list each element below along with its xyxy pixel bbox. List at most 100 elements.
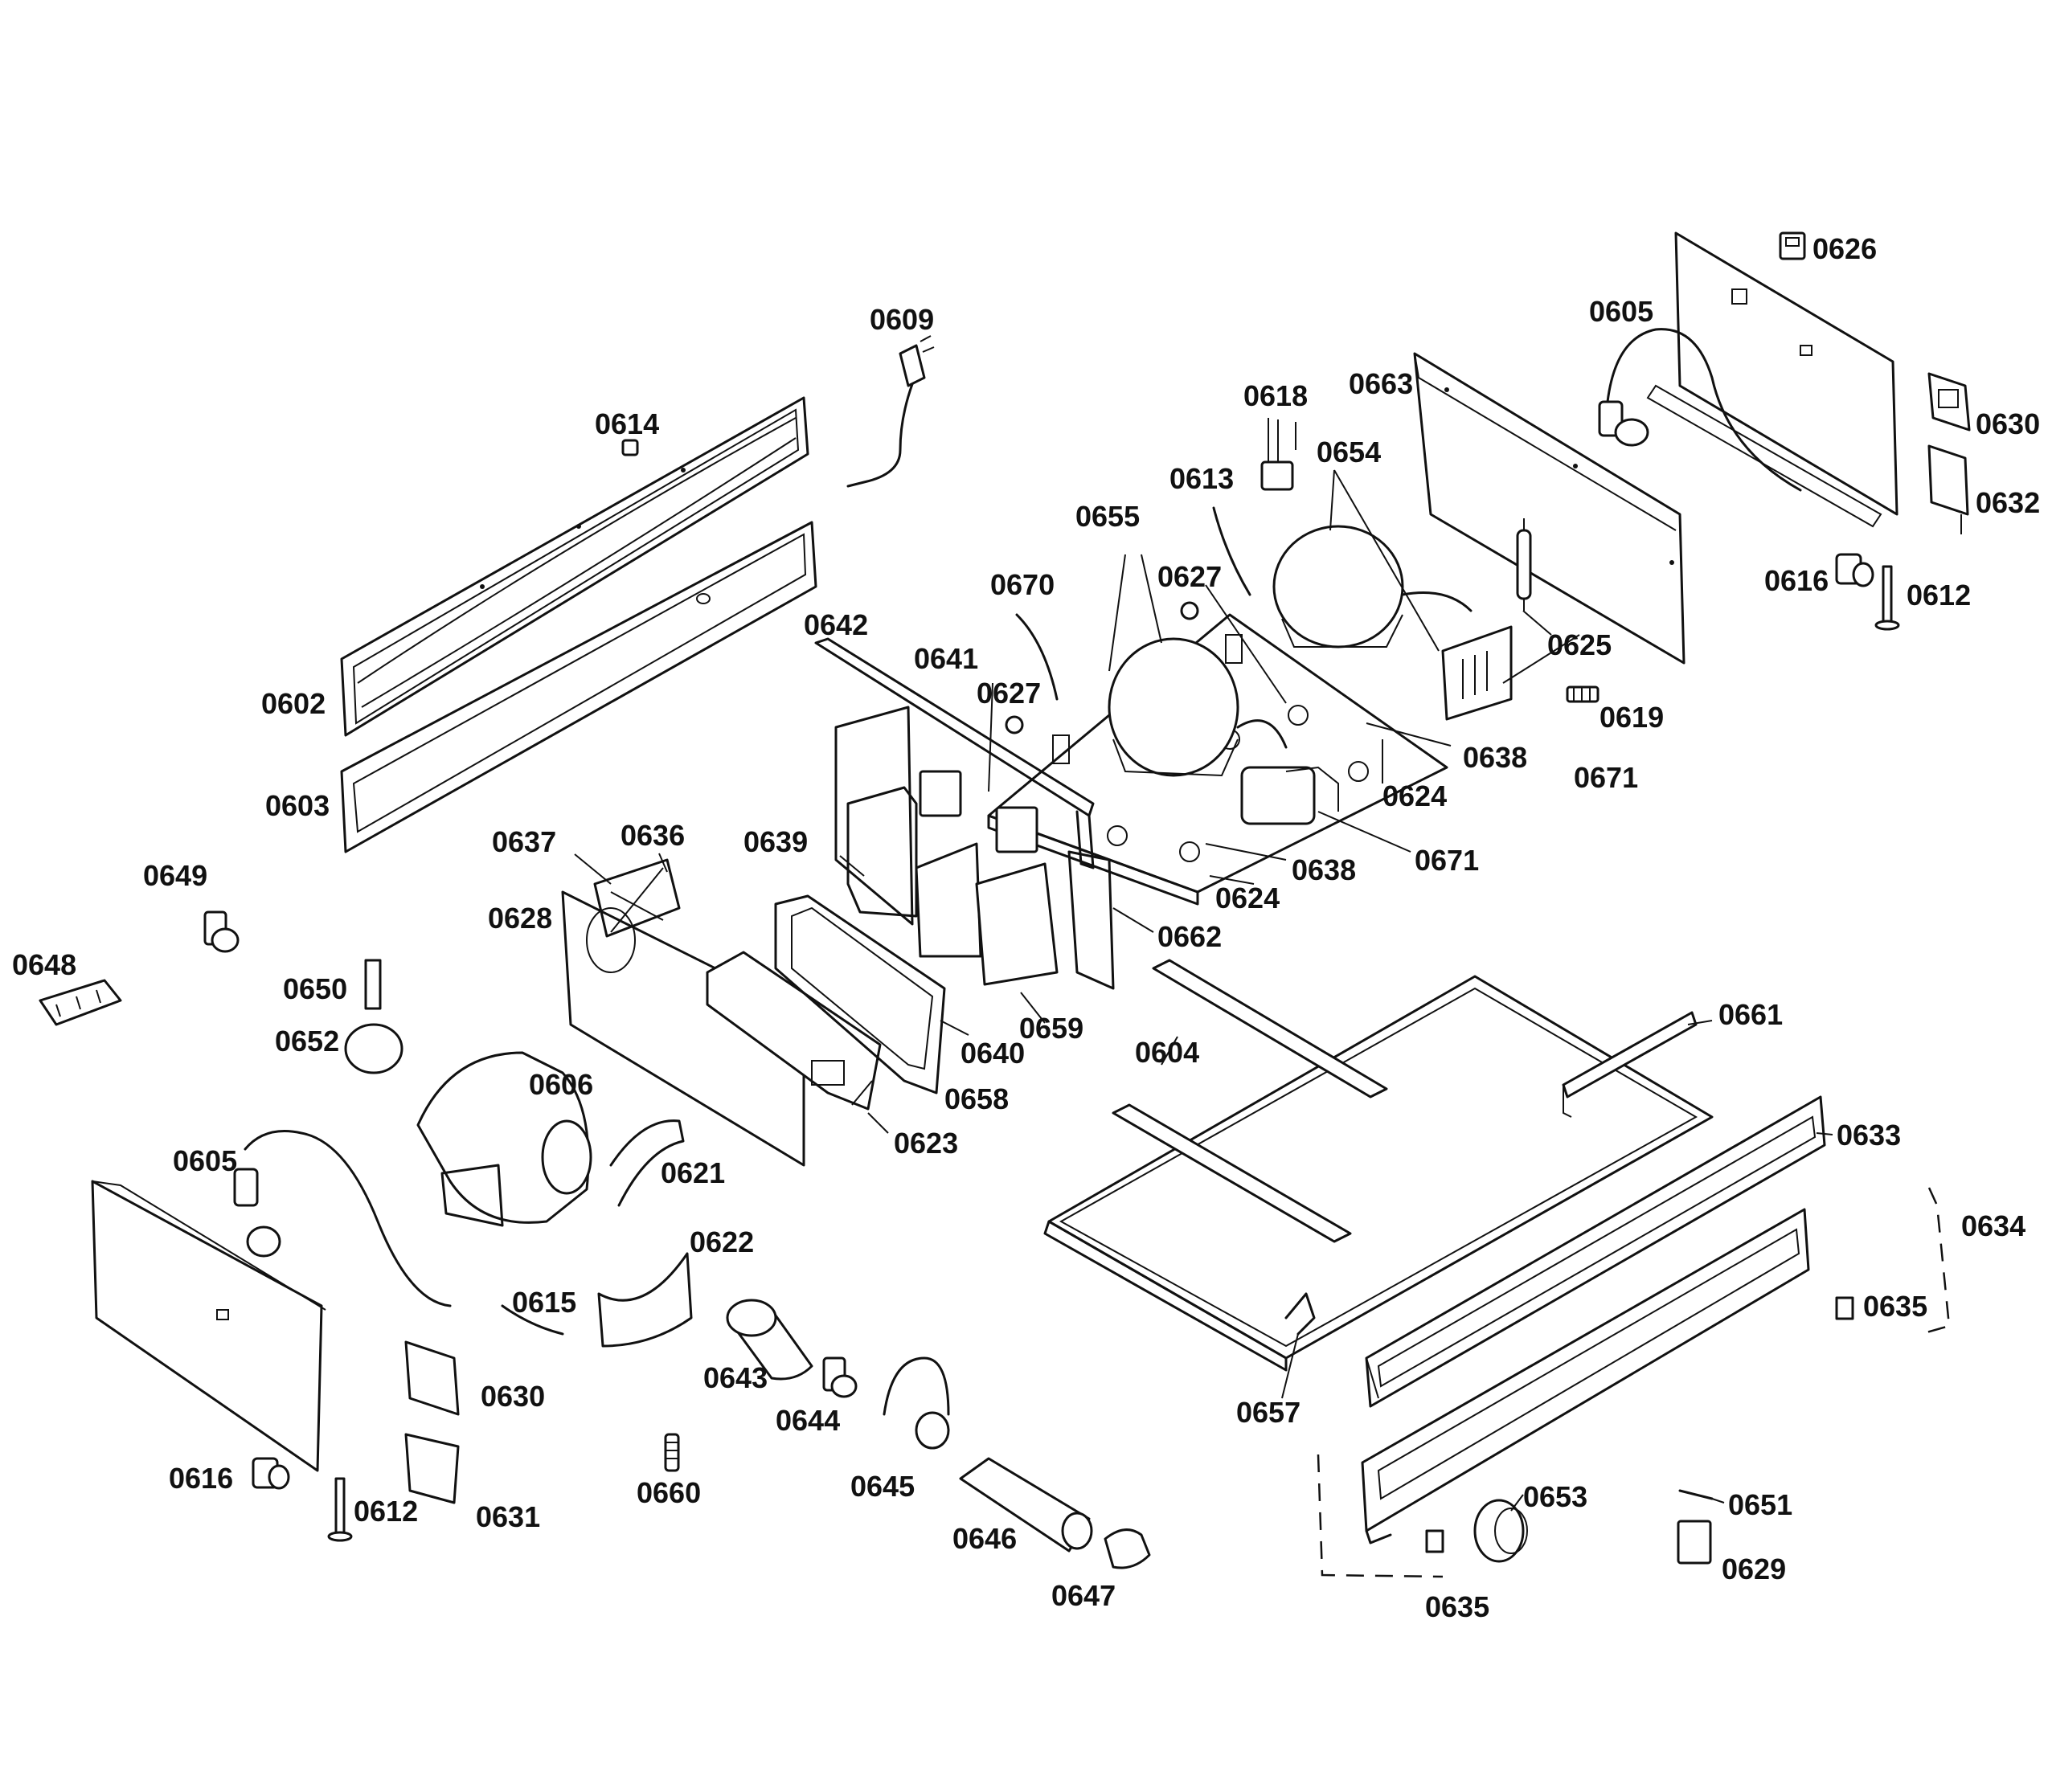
part-0652-capacitor bbox=[344, 1023, 403, 1074]
part-0613-tube bbox=[1212, 506, 1251, 596]
callout-0671-top: 0671 bbox=[1574, 761, 1638, 794]
part-0625-drier bbox=[1516, 518, 1532, 611]
callout-0624-bottom: 0624 bbox=[1215, 882, 1280, 914]
part-0663-rear-panel bbox=[1413, 352, 1686, 665]
callout-0647: 0647 bbox=[1051, 1579, 1116, 1612]
part-0651-pin bbox=[1678, 1489, 1714, 1500]
part-0604-rail bbox=[1112, 959, 1388, 1243]
part-0641-relay-box bbox=[919, 770, 1038, 853]
leader-lines bbox=[574, 469, 1833, 1512]
callout-0654: 0654 bbox=[1317, 436, 1381, 468]
callout-0638-top: 0638 bbox=[1463, 741, 1527, 774]
part-0612-leveler-bottom bbox=[327, 1477, 353, 1542]
part-0657-clip bbox=[1284, 1292, 1316, 1336]
callout-0618: 0618 bbox=[1243, 379, 1308, 412]
part-0632-bracket bbox=[1927, 444, 1969, 534]
part-0606-fan-motor bbox=[416, 1051, 592, 1227]
part-0647-knob bbox=[1104, 1528, 1151, 1569]
part-0640-module bbox=[915, 842, 982, 958]
part-0629-block bbox=[1677, 1520, 1712, 1565]
callout-0635-right: 0635 bbox=[1863, 1290, 1927, 1323]
part-0614-clip bbox=[621, 439, 639, 456]
part-0654-compressor bbox=[1272, 525, 1473, 648]
part-0616-caster-bottom bbox=[252, 1457, 290, 1490]
part-0635-plug-a bbox=[1835, 1296, 1854, 1320]
callout-0643: 0643 bbox=[703, 1361, 768, 1394]
callout-0631: 0631 bbox=[476, 1500, 540, 1533]
callout-0612-bottom: 0612 bbox=[354, 1495, 418, 1528]
callout-0637: 0637 bbox=[492, 825, 556, 858]
callout-0606: 0606 bbox=[529, 1068, 593, 1101]
part-0658-frame bbox=[774, 894, 946, 1094]
callout-0644: 0644 bbox=[776, 1404, 840, 1437]
part-0605-valve-top bbox=[1598, 328, 1802, 492]
part-0653-fan bbox=[1473, 1499, 1528, 1563]
callout-0609: 0609 bbox=[870, 303, 934, 336]
part-left-side-panel bbox=[91, 1180, 326, 1472]
callout-0640: 0640 bbox=[961, 1037, 1025, 1070]
callout-0652: 0652 bbox=[275, 1025, 339, 1058]
callout-0612-top: 0612 bbox=[1907, 579, 1971, 612]
callout-0645: 0645 bbox=[850, 1470, 915, 1503]
callout-0603: 0603 bbox=[265, 789, 330, 822]
callout-0650: 0650 bbox=[283, 972, 347, 1005]
part-0660-spring bbox=[664, 1433, 680, 1472]
callout-0614: 0614 bbox=[595, 407, 659, 440]
callout-0605-top: 0605 bbox=[1589, 295, 1653, 328]
part-0648-tray bbox=[39, 979, 122, 1026]
callout-0621: 0621 bbox=[661, 1156, 725, 1189]
part-0631-bracket bbox=[404, 1433, 460, 1504]
part-0670-tube bbox=[1015, 613, 1059, 701]
callout-0636: 0636 bbox=[621, 819, 685, 852]
callout-0655: 0655 bbox=[1075, 500, 1140, 533]
callout-0639: 0639 bbox=[743, 825, 808, 858]
part-0634-assembly bbox=[1317, 1187, 1951, 1578]
callout-0632: 0632 bbox=[1976, 486, 2040, 519]
callout-0615: 0615 bbox=[512, 1286, 576, 1319]
callout-0616-bottom: 0616 bbox=[169, 1462, 233, 1495]
part-0603-lower-panel bbox=[340, 521, 817, 853]
callout-0659: 0659 bbox=[1019, 1012, 1083, 1045]
callout-0616-top: 0616 bbox=[1764, 564, 1829, 597]
part-0645-harness bbox=[883, 1356, 950, 1450]
part-0646-cylinder bbox=[959, 1457, 1093, 1553]
callout-0646: 0646 bbox=[952, 1522, 1017, 1555]
part-0605-valve-bottom bbox=[233, 1130, 452, 1307]
part-0649-valve bbox=[203, 910, 240, 953]
callout-0648: 0648 bbox=[12, 948, 76, 981]
callout-0658: 0658 bbox=[944, 1082, 1009, 1115]
callout-0605-bottom: 0605 bbox=[173, 1144, 237, 1177]
part-0655-compressor bbox=[1108, 637, 1288, 777]
callout-0642: 0642 bbox=[804, 608, 868, 641]
callout-0627-mid: 0627 bbox=[977, 677, 1041, 710]
part-0615-wire bbox=[501, 1304, 564, 1336]
callout-0651: 0651 bbox=[1728, 1488, 1792, 1521]
part-0618-relay bbox=[1260, 418, 1296, 491]
callout-0635-bottom: 0635 bbox=[1425, 1590, 1489, 1623]
callout-0625: 0625 bbox=[1547, 628, 1612, 661]
part-0642-rail bbox=[814, 637, 1095, 869]
callout-0662: 0662 bbox=[1157, 920, 1222, 953]
part-0626-switch bbox=[1779, 231, 1806, 260]
callout-0602: 0602 bbox=[261, 687, 326, 720]
part-0644-valve bbox=[822, 1356, 858, 1398]
part-0650-bracket bbox=[364, 959, 382, 1010]
part-0633-grille bbox=[1365, 1095, 1826, 1408]
callout-0628: 0628 bbox=[488, 902, 552, 935]
callout-0627-top: 0627 bbox=[1157, 560, 1222, 593]
part-0643-capacitor bbox=[726, 1299, 813, 1381]
callout-0622: 0622 bbox=[690, 1225, 754, 1258]
part-0616-caster-top bbox=[1835, 553, 1874, 587]
part-0627-grommet-a bbox=[1180, 601, 1199, 620]
part-0622-shroud-half bbox=[597, 1252, 693, 1348]
callout-0660: 0660 bbox=[637, 1476, 701, 1509]
callout-0657: 0657 bbox=[1236, 1396, 1300, 1429]
callout-0649: 0649 bbox=[143, 859, 207, 892]
callout-0633: 0633 bbox=[1837, 1119, 1901, 1152]
callout-labels: 0609 0614 0602 0603 0618 0663 0626 0605 … bbox=[12, 232, 2040, 1623]
part-0621-shroud bbox=[609, 1119, 685, 1207]
callout-0663: 0663 bbox=[1349, 367, 1413, 400]
callout-0624-top: 0624 bbox=[1382, 779, 1447, 812]
part-0630-bracket-top bbox=[1927, 372, 1971, 432]
